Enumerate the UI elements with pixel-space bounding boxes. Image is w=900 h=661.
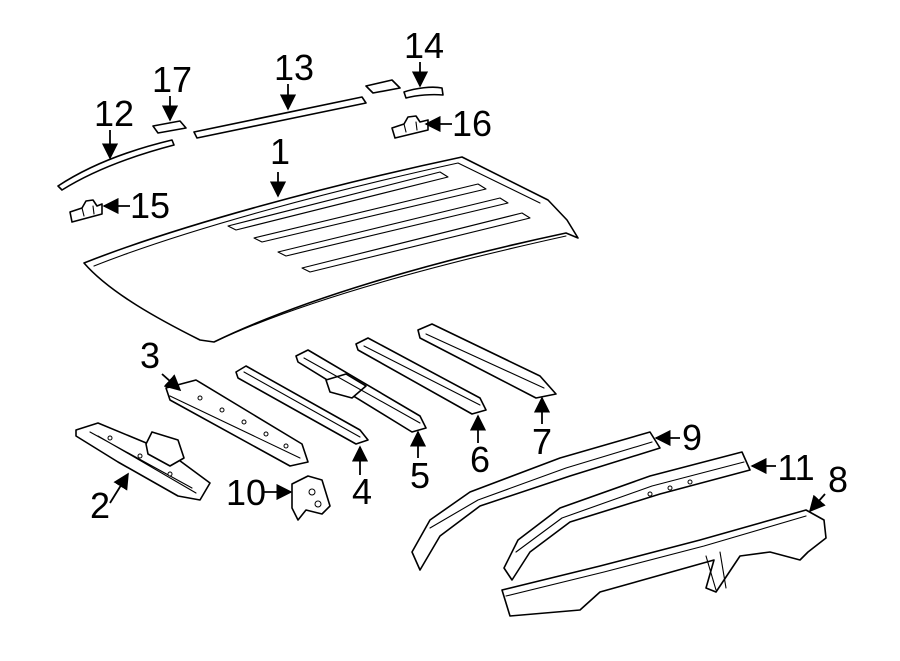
part-4-roof-bow[interactable] (235, 365, 369, 445)
callout-17: 17 (152, 59, 192, 100)
callout-3: 3 (140, 335, 160, 376)
callout-11: 11 (777, 447, 814, 488)
part-13-molding-center[interactable] (193, 96, 367, 139)
part-15-clip-left[interactable] (69, 199, 103, 223)
callout-8: 8 (828, 459, 848, 500)
callout-12: 12 (94, 93, 134, 134)
callout-10: 10 (226, 472, 266, 513)
part-10-bracket[interactable] (291, 475, 331, 521)
part-7-roof-bow-rear[interactable] (417, 323, 557, 399)
callout-13: 13 (274, 47, 314, 88)
callout-16: 16 (452, 103, 492, 144)
callout-5: 5 (410, 455, 430, 496)
part-17-pad-left[interactable] (152, 120, 187, 134)
part-6-roof-bow[interactable] (355, 337, 487, 415)
callout-9: 9 (682, 417, 702, 458)
part-2-front-header[interactable] (75, 422, 211, 501)
part-9-roof-rail-inner[interactable] (411, 431, 661, 571)
leader-3 (161, 373, 182, 392)
part-12-molding-left[interactable] (57, 139, 175, 191)
part-8-roof-side-rail-outer[interactable] (501, 509, 827, 617)
callout-6: 6 (470, 439, 490, 480)
part-1-roof-panel[interactable] (83, 156, 579, 343)
callout-14: 14 (404, 25, 444, 66)
part-3-roof-bow-front[interactable] (165, 379, 309, 467)
callout-2: 2 (90, 485, 110, 526)
callout-labels: 1 2 3 4 5 6 7 8 9 10 11 12 13 14 15 16 1… (90, 25, 848, 526)
part-14-molding-right[interactable] (365, 79, 444, 99)
leader-2 (109, 472, 129, 504)
part-5-roof-bow[interactable] (295, 349, 427, 433)
leader-8 (808, 493, 826, 513)
part-16-clip-right[interactable] (391, 115, 429, 139)
callout-4: 4 (352, 471, 372, 512)
callout-1: 1 (270, 131, 290, 172)
part-11-roof-rail[interactable] (503, 451, 751, 581)
callout-15: 15 (130, 185, 170, 226)
leader-lines (101, 62, 826, 513)
callout-7: 7 (532, 421, 552, 462)
